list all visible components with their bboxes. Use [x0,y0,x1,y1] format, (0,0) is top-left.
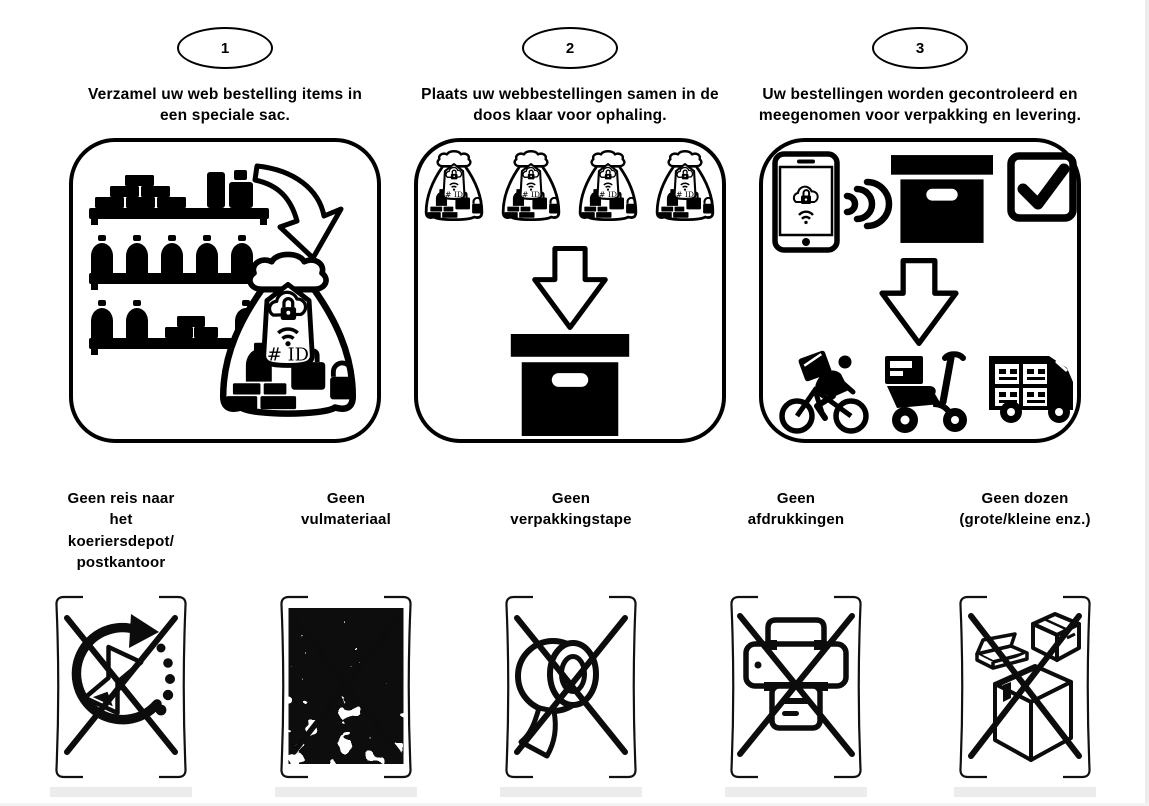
tape-roll-icon [515,638,599,759]
cross-out-icon [968,613,1082,759]
signal-waves-icon [843,178,893,229]
cross-out-icon [737,613,855,757]
card-shadow [50,787,192,797]
step-caption: Uw bestellingen worden gecontroleerd en … [758,86,1082,125]
dont-label: Geen vulmateriaal [301,490,391,529]
dotted-arc-icon [155,643,175,716]
collect-items-illustration [89,163,377,439]
id-tagged-bags-row-icon [424,149,715,221]
card-frame [280,595,412,779]
no-boxes-icon [959,595,1091,779]
no-printing-icon [730,595,862,779]
screenshot-bottom-edge [0,803,1149,806]
bags-into-box-illustration [424,149,715,436]
card-frame [959,595,1091,779]
card-shadow [725,787,867,797]
dont-card [47,592,195,797]
step-1: 1 Verzamel uw web bestelling items in ee… [60,0,390,443]
packing-peanuts-texture [294,688,398,760]
dont-label: Geen verpakkingstape [510,490,632,529]
card-frame [55,595,187,779]
step-2: 2 Plaats uw webbestellingen samen in de … [405,0,735,443]
step-3: 3 Uw bestellingen worden gecontroleerd e… [752,0,1088,443]
dont-no-courier-trip: Geen reis naar het koeriersdepot/ postka… [41,470,201,797]
step-number: 2 [565,39,575,57]
dont-label: Geen reis naar het koeriersdepot/ postka… [67,490,175,571]
dont-no-filler-material: Geen vulmateriaal [266,470,426,797]
step-number: 3 [915,39,925,57]
dont-no-boxes: Geen dozen (grote/kleine enz.) [945,470,1105,797]
step-number: 1 [220,39,230,57]
no-packing-tape-icon [505,595,637,779]
step-number-badge: 2 [522,27,618,69]
phone-cloud-lock-icon [772,151,840,253]
step-3-illustration [759,137,1081,443]
dont-card [272,592,420,797]
check-and-deliver-illustration [772,151,1077,434]
step-caption: Verzamel uw web bestelling items in een … [87,86,363,125]
screenshot-right-edge [1145,0,1149,806]
dont-card [722,592,870,797]
step-number-badge: 1 [177,27,273,69]
dont-no-printing: Geen afdrukkingen [716,470,876,797]
delivery-scooter-icon [885,351,967,433]
shelf-rack-icon [89,169,269,355]
card-shadow [275,787,417,797]
dont-no-packing-tape: Geen verpakkingstape [491,470,651,797]
step-caption: Plaats uw webbestellingen samen in de do… [421,86,719,125]
circular-arrow-icon [71,622,162,725]
dont-label: Geen dozen (grote/kleine enz.) [959,490,1091,529]
card-frame [730,595,862,779]
printer-icon [743,617,849,731]
dont-card [497,592,645,797]
bike-courier-icon [779,350,869,434]
cross-out-icon [291,615,401,755]
step-number-badge: 3 [872,27,968,69]
arrowhead-icon [129,614,159,648]
card-shadow [954,787,1096,797]
no-filler-material-icon [280,595,412,779]
delivery-van-icon [989,355,1073,423]
cross-out-icon [514,615,628,755]
dont-card [951,592,1099,797]
shredded-paper-texture [294,612,398,688]
cross-out-icon [64,615,178,755]
checked-checkbox-icon [1007,152,1077,222]
dont-label: Geen afdrukkingen [747,490,845,529]
card-shadow [500,787,642,797]
card-frame [505,595,637,779]
no-courier-trip-icon [55,595,187,779]
step-2-illustration [414,137,726,443]
step-1-illustration [69,137,381,443]
